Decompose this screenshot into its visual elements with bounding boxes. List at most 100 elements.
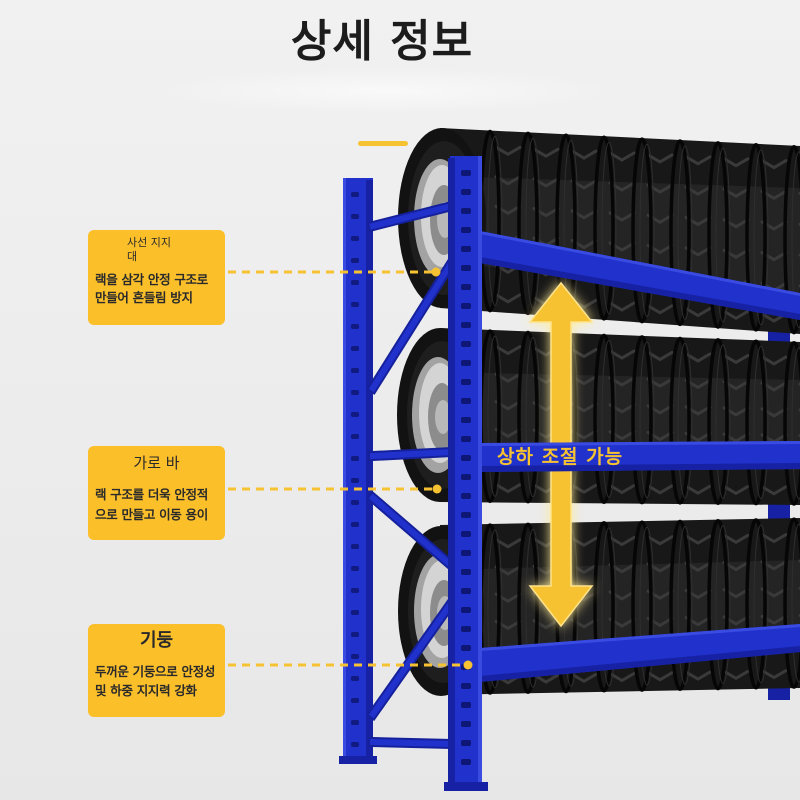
callout-heading: 기둥: [88, 630, 225, 652]
tire-shoulder: [601, 339, 617, 498]
tire-tread-mark: [760, 533, 788, 544]
tire-tread-mark: [760, 189, 788, 201]
tire-shoulder: [601, 141, 617, 315]
tire-tread-mark: [608, 301, 636, 312]
tire-shoulder: [677, 145, 693, 320]
tire-tread-mark: [570, 149, 598, 160]
title-glow: [150, 68, 620, 114]
tire-shoulder: [677, 342, 693, 499]
tire-edge: [745, 339, 767, 506]
tire-tread-mark: [570, 672, 598, 683]
post-hole: [351, 214, 359, 219]
tire-tread-mark: [722, 484, 750, 496]
post-hole: [461, 284, 471, 290]
post-inner-side: [366, 180, 373, 762]
post-hole: [351, 632, 359, 637]
tire-edge: [631, 520, 653, 692]
post-hole: [351, 346, 359, 351]
tire-shoulder: [525, 137, 541, 309]
callout-heading: 가로 바: [88, 453, 225, 473]
post-hole: [461, 303, 471, 309]
tire-tread-mark: [684, 534, 712, 545]
tire-tread-mark: [570, 375, 598, 386]
tire-shoulder: [487, 529, 503, 689]
post-hole: [351, 302, 359, 307]
post-hole: [461, 341, 471, 347]
tire-tread-mark: [570, 483, 598, 494]
tire-tread-mark: [646, 304, 674, 315]
callout-body: 랙 구조를 더욱 안정적 으로 만들고 이동 용이: [95, 485, 208, 525]
post-hole: [461, 626, 471, 632]
tire-edge: [669, 519, 691, 692]
tire-edge: [783, 341, 800, 506]
callout-heading-line: 사선 지지: [127, 236, 171, 249]
tire-shoulder: [791, 523, 800, 683]
tire-tread-mark: [684, 306, 712, 318]
tire-shoulder: [639, 526, 655, 686]
tire-tread-mark: [532, 673, 560, 684]
post-foot: [339, 756, 377, 764]
tire-tread-mark: [722, 309, 750, 320]
post-hole: [461, 265, 471, 271]
post-edge: [478, 156, 482, 788]
tire-tread-mark: [760, 159, 788, 170]
post-hole: [461, 702, 471, 708]
callout-body-line: 으로 만들고 이동 용이: [95, 507, 208, 522]
tire-edge: [669, 336, 691, 505]
tire-edge: [707, 338, 729, 506]
post-hole: [351, 698, 359, 703]
tire-edge: [745, 518, 767, 690]
post-foot: [444, 782, 488, 791]
beam-middle: [480, 441, 800, 472]
tire-tread-mark: [760, 355, 788, 366]
tire-tread-mark: [608, 349, 636, 360]
tire-tread-mark: [760, 485, 788, 496]
post-hole: [351, 500, 359, 505]
post-hole: [461, 474, 471, 480]
post-hole: [461, 569, 471, 575]
post-edge: [343, 178, 346, 762]
tire-edge: [631, 335, 653, 505]
tire-edge: [745, 143, 767, 332]
tire-tread-mark: [608, 563, 636, 574]
tire-tread-mark: [608, 484, 636, 495]
beam-bottom: [480, 624, 800, 682]
tire-edge: [707, 518, 729, 691]
post-hole: [351, 280, 359, 285]
tire-edge: [517, 330, 539, 504]
tire-tread-mark: [646, 484, 674, 495]
tire-shoulder: [791, 151, 800, 329]
beam-lower-edge: [480, 257, 800, 320]
post-hole: [351, 676, 359, 681]
tire-tread-mark: [646, 183, 674, 194]
callout-crossbar: 가로 바 랙 구조를 더욱 안정적 으로 만들고 이동 용이: [88, 446, 225, 540]
tire-shoulder: [525, 528, 541, 688]
page-title: 상세 정보: [290, 16, 474, 67]
tire-shoulder: [487, 136, 503, 307]
post-hole: [461, 379, 471, 385]
tire-tread-mark: [646, 562, 674, 573]
callout-heading-line: 가로 바: [133, 454, 180, 472]
tire-edge: [517, 131, 539, 316]
post-hole: [351, 610, 359, 615]
post-hole: [351, 720, 359, 725]
tire-tread-mark: [684, 670, 712, 681]
post-hole: [461, 550, 471, 556]
tire-edge: [593, 333, 615, 505]
leader-dot: [432, 484, 442, 494]
callout-body-line: 랙을 삼각 안정 구조로: [95, 272, 208, 287]
tire-shoulder: [753, 345, 769, 500]
beam-upper-edge: [480, 441, 800, 446]
post-hole: [351, 192, 359, 197]
tire-shoulder: [715, 147, 731, 323]
tire-shoulder: [525, 336, 541, 498]
post-hole: [461, 189, 471, 195]
tire-tread-mark: [684, 155, 712, 166]
post-hole: [461, 455, 471, 461]
tire-edge: [783, 517, 800, 689]
post-hole: [351, 324, 359, 329]
tire-edge: [669, 139, 691, 327]
post-hole: [461, 246, 471, 252]
